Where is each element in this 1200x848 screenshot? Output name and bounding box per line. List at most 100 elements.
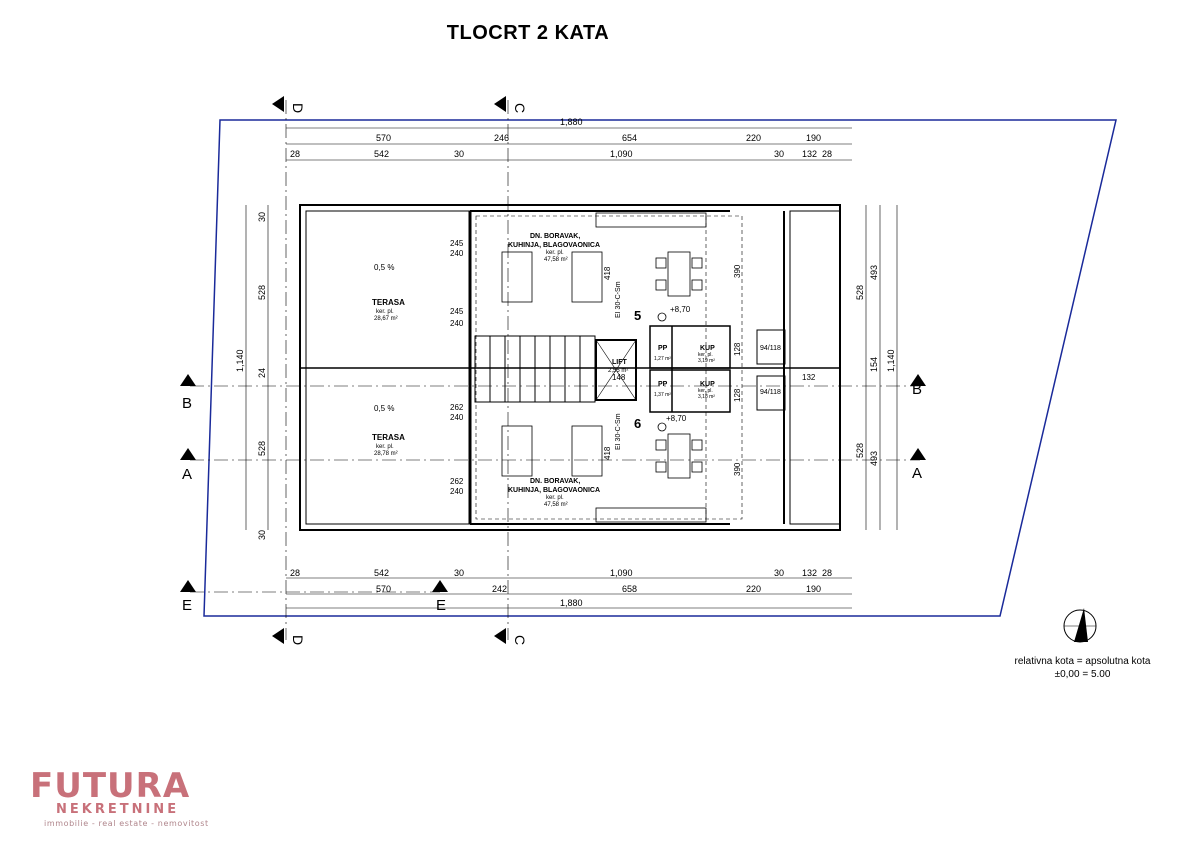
dim-top1-0: 570 xyxy=(376,133,391,143)
dimension-lines xyxy=(245,127,898,609)
section-marker-a-right xyxy=(910,448,926,460)
dim-top2-1: 542 xyxy=(374,149,389,159)
dim-left-3: 528 xyxy=(257,441,267,456)
level-note-line1: relativna kota = apsolutna kota xyxy=(1014,656,1151,667)
terrace-upper-type: ker. pl. xyxy=(376,309,394,315)
kup-upper-area: 3,19 m² xyxy=(698,358,715,364)
section-label-c-top: C xyxy=(512,103,528,113)
dim-left-0: 30 xyxy=(257,212,267,222)
dim-misc-262a: 262 xyxy=(450,403,464,412)
kup-lower-name: KUP xyxy=(700,381,715,388)
dim-right-2: 154 xyxy=(869,357,879,372)
dim-misc-240a: 240 xyxy=(450,249,464,258)
dim-misc-132: 132 xyxy=(802,373,816,382)
dim-right-1: 493 xyxy=(869,265,879,280)
window-unit-lower: 94/118 xyxy=(760,389,781,396)
section-marker-a-left xyxy=(180,448,196,460)
terrace-lower-area: 28,78 m² xyxy=(374,451,398,457)
company-logo: FUTURA NEKRETNINE immobilie - real estat… xyxy=(22,766,208,830)
dim-bot2-1: 242 xyxy=(492,584,507,594)
terrace-upper-name: TERASA xyxy=(372,298,405,307)
dim-top2-0: 28 xyxy=(290,149,300,159)
dim-bot2-0: 570 xyxy=(376,584,391,594)
dim-misc-148: 148 xyxy=(612,373,626,382)
section-marker-b-left xyxy=(180,374,196,386)
dim-top2-5: 132 xyxy=(802,149,817,159)
lift-area: 2,55 m² xyxy=(608,368,628,374)
dim-misc-390a: 390 xyxy=(733,264,742,278)
dim-right-4: 493 xyxy=(869,451,879,466)
logo-sub: NEKRETNINE xyxy=(56,802,180,817)
dim-misc-240c: 240 xyxy=(450,413,464,422)
section-marker-b-right xyxy=(910,374,926,386)
pp-upper-name: PP xyxy=(658,345,668,352)
section-label-a-left: A xyxy=(182,466,192,483)
dim-misc-418b: 418 xyxy=(603,446,612,460)
living-upper-area: 47,58 m² xyxy=(544,257,568,263)
dim-misc-262b: 262 xyxy=(450,477,464,486)
drawing-title: TLOCRT 2 KATA xyxy=(446,22,610,44)
living-upper-type: ker. pl. xyxy=(546,250,564,256)
unit-number-lower: 6 xyxy=(634,416,641,431)
living-upper-name1: DN. BORAVAK, xyxy=(530,233,580,240)
pp-upper-area: 1,27 m² xyxy=(654,356,671,362)
level-note: relativna kota = apsolutna kota ±0,00 = … xyxy=(1000,655,1165,681)
dim-misc-390b: 390 xyxy=(733,462,742,476)
dim-right-0: 528 xyxy=(855,285,865,300)
section-label-b-right: B xyxy=(912,381,922,398)
section-marker-e-mid xyxy=(432,580,448,592)
section-label-b-left: B xyxy=(182,395,192,412)
window-unit-upper: 94/118 xyxy=(760,345,781,352)
site-boundary xyxy=(203,119,1117,617)
living-lower-type: ker. pl. xyxy=(546,495,564,501)
dim-bot1-3: 1,090 xyxy=(610,568,633,578)
kup-upper-type: ker. pl. xyxy=(698,352,713,358)
dim-bot1-5: 132 xyxy=(802,568,817,578)
dim-misc-240b: 240 xyxy=(450,319,464,328)
section-label-d-bottom: D xyxy=(290,635,306,645)
section-marker-c-bottom xyxy=(494,628,506,644)
section-label-e-left: E xyxy=(182,597,192,614)
dim-bot1-6: 28 xyxy=(822,568,832,578)
bathrooms xyxy=(649,325,786,413)
dim-top1-2: 654 xyxy=(622,133,637,143)
kup-lower-type: ker. pl. xyxy=(698,388,713,394)
dim-misc-128a: 128 xyxy=(733,342,742,356)
dim-top2-4: 30 xyxy=(774,149,784,159)
dim-bot1-2: 30 xyxy=(454,568,464,578)
section-label-c-bottom: C xyxy=(512,635,528,645)
dim-misc-245b: 245 xyxy=(450,307,464,316)
level-note-line2: ±0,00 = 5.00 xyxy=(1054,669,1111,680)
dim-overall-bottom: 1,880 xyxy=(560,598,583,608)
dim-misc-245a: 245 xyxy=(450,239,464,248)
dim-top1-3: 220 xyxy=(746,133,761,143)
furniture xyxy=(501,212,707,523)
dim-bot2-4: 190 xyxy=(806,584,821,594)
section-marker-d-bottom xyxy=(272,628,284,644)
section-label-d-top: D xyxy=(290,103,306,113)
dim-left-1: 528 xyxy=(257,285,267,300)
level-upper: +8,70 xyxy=(670,305,691,314)
section-label-a-right: A xyxy=(912,465,922,482)
terrace-lower-name: TERASA xyxy=(372,433,405,442)
living-lower-area: 47,58 m² xyxy=(544,502,568,508)
dim-misc-240d: 240 xyxy=(450,487,464,496)
dim-top2-3: 1,090 xyxy=(610,149,633,159)
level-lower: +8,70 xyxy=(666,414,687,423)
kup-upper-name: KUP xyxy=(700,345,715,352)
logo-brand: FUTURA xyxy=(30,766,191,806)
pp-lower-area: 1,37 m² xyxy=(654,392,671,398)
kup-lower-area: 3,18 m² xyxy=(698,394,715,400)
dim-bot1-1: 542 xyxy=(374,568,389,578)
section-marker-e-left xyxy=(180,580,196,592)
logo-tagline: immobilie - real estate - nemovitost xyxy=(44,819,209,828)
fire-label-upper: EI 30-C-Sm xyxy=(615,281,622,318)
terrace-lower-type: ker. pl. xyxy=(376,444,394,450)
living-lower-name1: DN. BORAVAK, xyxy=(530,478,580,485)
fire-label-lower: EI 30-C-Sm xyxy=(615,413,622,450)
unit-number-upper: 5 xyxy=(634,308,641,323)
terrace-lower-slope: 0,5 % xyxy=(374,404,394,413)
lift-name: LIFT xyxy=(612,359,627,366)
dim-bot2-3: 220 xyxy=(746,584,761,594)
